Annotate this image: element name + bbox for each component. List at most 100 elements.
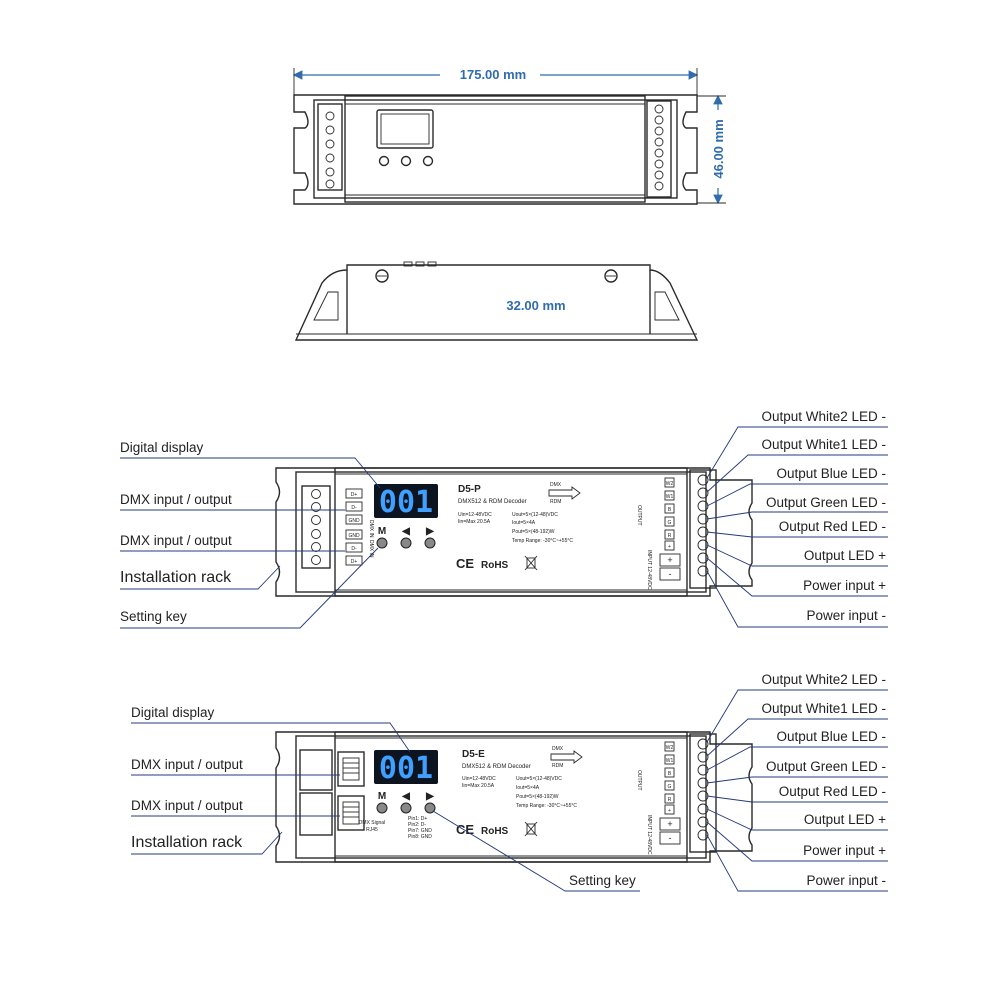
d5p-unit: D+ D- GND GND D- D+ DMX IN DMX IN 001 M … [120,409,888,629]
side-screw-right-icon [604,269,618,283]
d5p-weee-icon [524,555,538,571]
svg-text:B: B [668,771,672,777]
d5p-callout-power-plus: Power input + [803,578,886,593]
d5e-callout-installation-rack: Installation rack [131,834,243,851]
side-view: 32.00 mm [294,261,699,341]
svg-text:+: + [667,819,672,829]
d5e-callout-dmx-1: DMX input / output [131,757,243,772]
svg-text:+: + [667,555,672,565]
d5e-right-terminal-labels: W2 W1 B G R + + - [659,741,681,845]
d5e-callout-green: Output Green LED - [766,759,886,774]
svg-text:W1: W1 [666,494,674,500]
d5p-model-name: D5-P [458,484,481,495]
d5p-left-terminal-block [301,485,331,569]
side-screw-left-icon [375,269,389,283]
svg-text:+: + [668,544,671,550]
svg-text:-: - [669,569,672,579]
d5e-callout-dmx-2: DMX input / output [131,798,243,813]
svg-text:Pin7: GND: Pin7: GND [408,828,432,834]
d5e-dmx-rdm-badge: DMX RDM [550,746,583,769]
d5e-spec-uout: Uout=5×(12-48)VDC [516,776,562,782]
d5p-callout-setting-key: Setting key [120,609,187,624]
svg-text:D+: D+ [351,492,358,498]
dim-label-bg [440,66,540,84]
d5e-right-terminal-block [689,733,717,853]
svg-text:+: + [668,808,671,814]
d5e-spec-temp: Temp Range: -30°C~+55°C [516,803,577,809]
d5p-housing [275,467,753,597]
d5e-callout-blue: Output Blue LED - [776,729,886,744]
d5e-key-right[interactable] [424,802,436,814]
d5p-key-right[interactable] [424,537,436,549]
svg-text:G: G [668,784,672,790]
d5p-callout-green: Output Green LED - [766,495,886,510]
d5e-input-label: INPUT 12-48VDC [646,815,652,855]
svg-text:GND: GND [348,518,360,524]
side-height-label: 32.00 mm [506,298,565,313]
d5p-callout-digital-display: Digital display [120,440,204,455]
d5p-callout-installation-rack: Installation rack [120,569,232,586]
d5p-subtitle: DMX512 & RDM Decoder [458,499,527,505]
d5e-rj45-label-1: DMX Signal [359,820,385,826]
d5e-key-m[interactable] [376,802,388,814]
side-left-tab [313,291,339,321]
svg-text:G: G [668,520,672,526]
d5e-digital-display [374,750,438,784]
d5p-key-left-label: ◀ [401,526,410,537]
svg-text:Pin8: GND: Pin8: GND [408,834,432,840]
d5e-pin-list: Pin1: D+ Pin2: D- Pin7: GND Pin8: GND [408,816,432,840]
d5p-key-m-label: M [378,526,386,537]
d5p-callout-dmx-1: DMX input / output [120,492,232,507]
d5e-callout-power-minus: Power input - [806,873,886,888]
d5p-spec-temp: Temp Range: -30°C~+55°C [512,538,573,544]
top-display-window [376,109,434,149]
d5p-rohs-mark: RoHS [481,560,509,571]
d5p-cover [334,467,688,597]
top-inner-frame [313,99,678,199]
svg-text:DMX: DMX [552,746,564,752]
svg-text:-: - [669,833,672,843]
d5e-display-value: 001 [379,751,433,786]
d5e-key-m-label: M [378,791,386,802]
d5p-dmx-in-label-1: DMX IN [368,520,374,538]
svg-text:R: R [668,797,672,803]
d5p-callout-power-minus: Power input - [806,608,886,623]
svg-text:Pin2: D-: Pin2: D- [408,822,426,828]
d5p-spec-uout: Uout=5×(12-48)VDC [512,512,558,518]
d5p-right-terminal-block [689,469,717,589]
d5e-rj45-lower [337,795,365,831]
top-view: 175.00 mm 46.00 mm [292,66,727,205]
d5e-key-right-label: ▶ [425,791,435,802]
d5e-callout-red: Output Red LED - [779,784,886,799]
d5e-callout-w1: Output White1 LED - [761,701,886,716]
side-housing-outline [294,264,699,341]
d5p-spec-iin: Iin=Max 20.5A [458,519,491,525]
svg-text:W2: W2 [666,481,674,487]
d5p-right-terminal-labels: W2 W1 B G R + + - [659,477,681,581]
svg-text:Pin1: D+: Pin1: D+ [408,816,427,822]
d5e-spec-uin: Uin=12-48VDC [462,776,496,782]
d5p-spec-iout: Iout=5×4A [512,520,536,526]
d5p-callout-red: Output Red LED - [779,519,886,534]
d5e-output-label: OUTPUT [636,770,642,791]
d5e-callout-w2: Output White2 LED - [761,672,886,687]
d5e-inner-frame [295,735,707,859]
d5p-display-value: 001 [379,485,433,520]
d5p-spec-uin: Uin=12-48VDC [458,512,492,518]
d5p-callout-dmx-2: DMX input / output [120,533,232,548]
d5p-key-m[interactable] [376,537,388,549]
svg-text:GND: GND [348,533,360,539]
d5e-model-name: D5-E [462,749,485,760]
svg-text:W2: W2 [666,745,674,751]
d5e-rj45-label-2: RJ45 [366,827,378,833]
d5e-cover [334,731,688,863]
svg-text:W1: W1 [666,758,674,764]
d5e-callout-digital-display: Digital display [131,705,215,720]
d5p-callout-led-plus: Output LED + [804,548,886,563]
d5e-key-left[interactable] [400,802,412,814]
top-display-inner [380,113,430,145]
d5p-key-left[interactable] [400,537,412,549]
svg-text:B: B [668,507,672,513]
top-main-cover [344,95,646,203]
